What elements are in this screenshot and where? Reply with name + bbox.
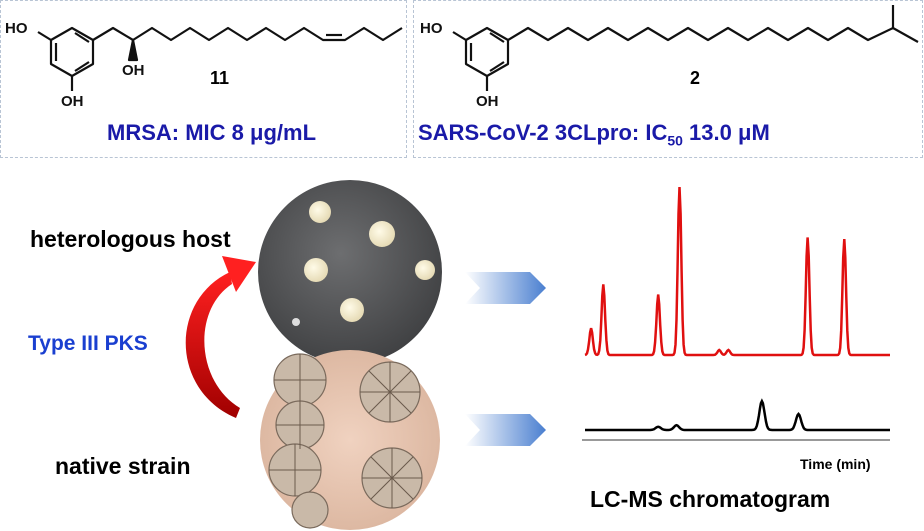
- x-axis-label: Time (min): [800, 456, 871, 472]
- hydroxyl-label: OH: [476, 93, 499, 110]
- hydroxyl-label: HO: [420, 20, 443, 37]
- compound-11-id: 11: [210, 68, 230, 88]
- hydroxyl-label: OH: [122, 62, 145, 79]
- compound-2-panel: [413, 0, 923, 158]
- native-strain-label: native strain: [55, 453, 191, 479]
- activity-subscript: 50: [667, 132, 683, 149]
- heterologous-host-label: heterologous host: [30, 226, 231, 252]
- compound-2-structure: [452, 5, 919, 91]
- compound-11-panel: [0, 0, 407, 158]
- hydroxyl-label: OH: [61, 93, 84, 110]
- heterologous-trace: [584, 186, 890, 357]
- native-trace: [585, 398, 890, 432]
- activity-prefix: SARS-CoV-2 3CLpro: IC: [418, 120, 668, 145]
- compound-11-activity: MRSA: MIC 8 μg/mL: [107, 120, 317, 145]
- chevron-arrow-icon: [465, 272, 546, 304]
- compound-2-id: 2: [690, 68, 701, 88]
- native-strain-plate: [260, 350, 440, 530]
- curved-arrow-icon: [185, 256, 256, 418]
- heterologous-host-plate: [258, 180, 442, 364]
- hydroxyl-label: HO: [5, 20, 28, 37]
- lcms-chromatogram: [582, 186, 890, 441]
- compound-11-structure: [37, 26, 403, 91]
- chevron-arrow-icon: [465, 414, 546, 446]
- type-iii-pks-label: Type III PKS: [28, 332, 148, 355]
- chromatogram-title: LC-MS chromatogram: [590, 486, 831, 512]
- compound-2-activity: SARS-CoV-2 3CLpro: IC50 13.0 μM: [418, 120, 770, 148]
- activity-value: 13.0 μM: [682, 120, 770, 145]
